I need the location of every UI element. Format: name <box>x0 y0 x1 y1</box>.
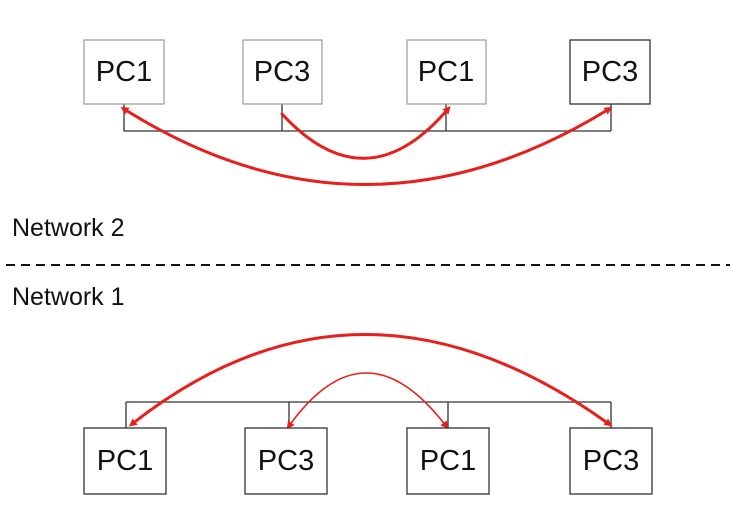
network-2-arc-pc1-pc3-outer <box>120 106 613 186</box>
network-1-arc-pc1-pc3-outer <box>128 333 613 427</box>
network-1-node-4-label: PC3 <box>583 445 639 477</box>
network-1-arc-pc3-pc1-inner <box>286 372 449 430</box>
network-2-node-2-label: PC3 <box>254 56 310 88</box>
network-2-label: Network 2 <box>12 214 125 242</box>
network-1-node-4: PC3 <box>569 427 653 495</box>
network-2-node-4: PC3 <box>569 39 651 105</box>
network-2-node-3-label: PC1 <box>418 56 474 88</box>
network-1-node-3-label: PC1 <box>420 445 476 477</box>
network-1-group: PC1 PC3 PC1 PC3 <box>83 333 653 495</box>
network-2-node-3: PC1 <box>406 39 487 105</box>
network-1-node-2-label: PC3 <box>258 445 314 477</box>
network-2-node-4-label: PC3 <box>582 56 638 88</box>
network-1-bus <box>125 401 612 428</box>
network-2-node-1-label: PC1 <box>96 56 152 88</box>
network-1-node-2: PC3 <box>244 427 328 495</box>
network-2-arc-pc3-pc1-inner <box>280 105 451 160</box>
network-1-node-1-label: PC1 <box>97 445 153 477</box>
network-1-label: Network 1 <box>12 283 125 311</box>
network-2-bus <box>123 104 612 132</box>
network-1-node-3: PC1 <box>406 427 490 495</box>
network-2-node-1: PC1 <box>83 39 165 105</box>
network-2-group: PC1 PC3 PC1 PC3 <box>83 39 651 186</box>
network-2-node-2: PC3 <box>242 39 323 105</box>
network-1-node-1: PC1 <box>83 427 167 495</box>
